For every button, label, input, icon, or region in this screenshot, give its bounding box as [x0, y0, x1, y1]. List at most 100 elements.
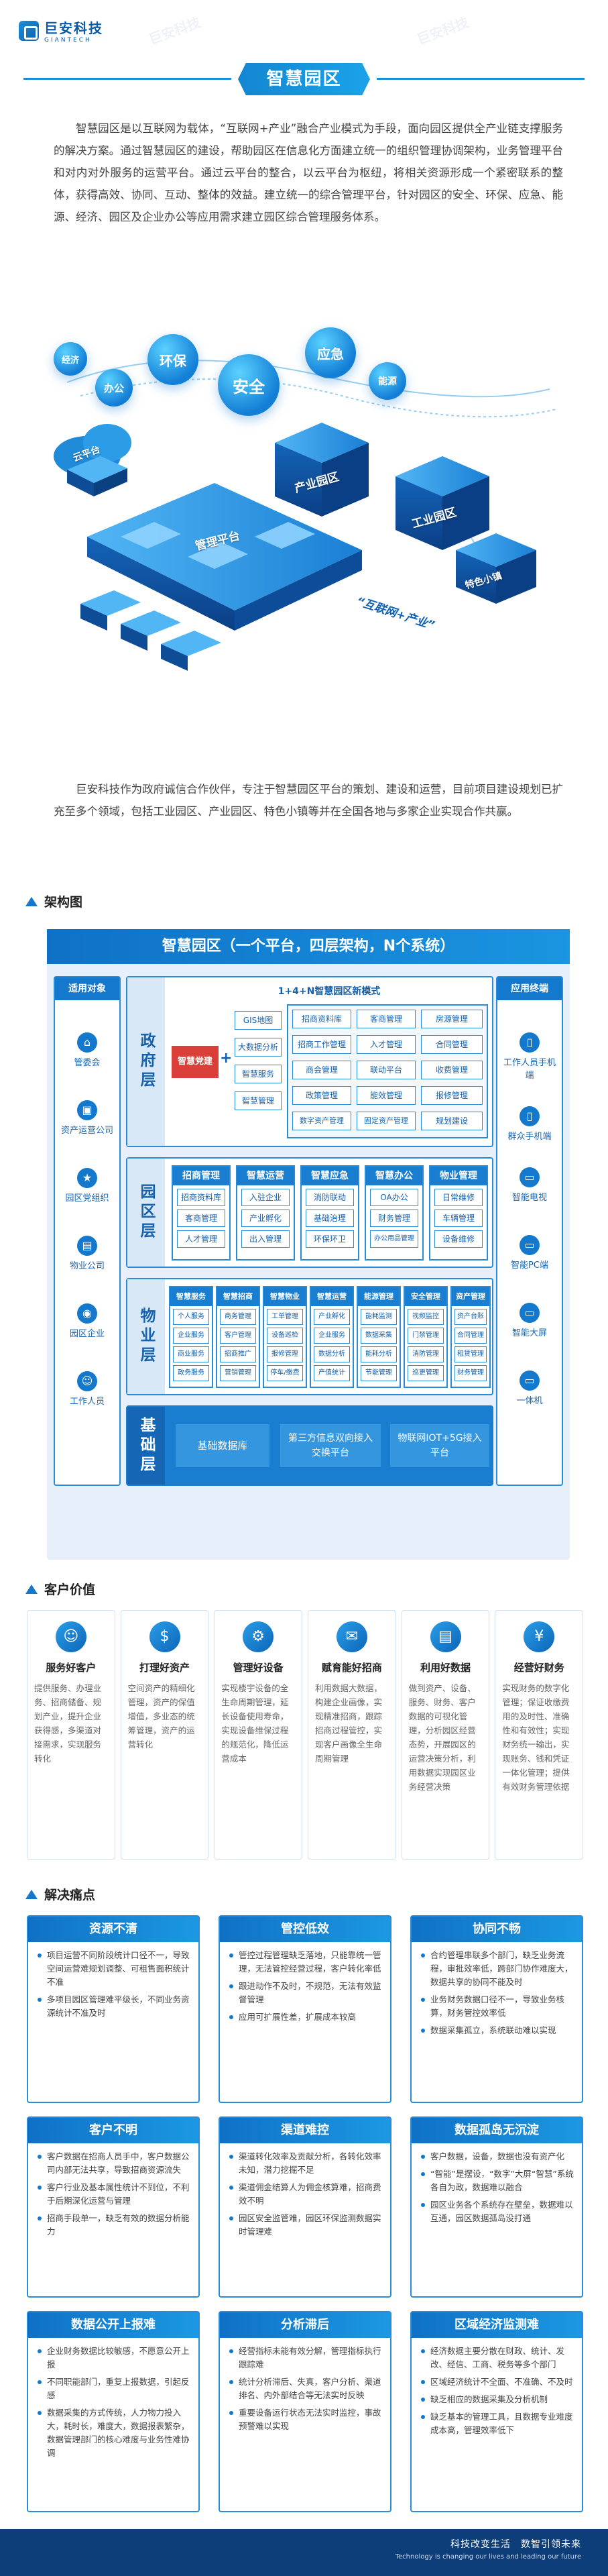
layer-name: 物业层	[127, 1279, 165, 1394]
gov-grid-item: 商会管理	[292, 1061, 351, 1079]
plus-sign: +	[220, 1050, 233, 1067]
pain-item: 项目运营不同阶段统计口径不一，导致空间运营难规划调整、可租售面积统计不准	[38, 1949, 190, 1989]
pain-item: 业务财务数据口径不一，导致业务核算，财务管控效率低	[421, 1993, 574, 2020]
pain-item: 渠道佣金结算人为佣金核算难，招商费效不明	[229, 2181, 382, 2208]
module-cell: 企业服务	[314, 1328, 350, 1344]
module-cell: 人才管理	[177, 1230, 225, 1248]
terminal-label: 一体机	[516, 1396, 543, 1406]
brand-logo[interactable]: 巨安科技 GIANTECH	[19, 17, 103, 44]
gov-grid-item: 数字资产管理	[292, 1112, 351, 1130]
module-cell: 入驻企业	[241, 1189, 290, 1206]
module-cell: 政务服务	[173, 1365, 209, 1381]
module-head: 物业管理	[430, 1167, 487, 1185]
pain-item: 应用可扩展性差，扩展成本较高	[229, 2010, 382, 2024]
pain-title: 管控低效	[220, 1917, 390, 1942]
target-label: 物业公司	[69, 1261, 105, 1271]
architecture-heading: 架构图	[25, 892, 82, 910]
pain-item: 数据采集的方式传统，人力物力投入大，耗时长，难度大，数据报表繁杂，数据管理部门的…	[38, 2406, 190, 2460]
property-module: 智慧物业 工单管理 设备巡检 报修管理 停车/缴费	[263, 1286, 307, 1388]
module-cell: 产值统计	[314, 1365, 350, 1381]
module-head: 智慧服务	[170, 1287, 212, 1306]
gov-mid-item: 大数据分析	[235, 1038, 282, 1057]
module-cell: 商务管理	[220, 1309, 256, 1325]
value-desc: 利用数据大数据，构建企业画像，实现精准招商，跟踪招商过程管控，实现客户画像全生命…	[315, 1683, 383, 1764]
triangle-icon	[25, 1889, 38, 1899]
module-cell: 招商推广	[220, 1346, 256, 1362]
value-title: 管理好设备	[233, 1662, 284, 1674]
gov-grid-item: 固定资产管理	[357, 1112, 416, 1130]
gov-grid-item: 能效管理	[357, 1086, 416, 1105]
module-cell: 办公用品管理	[370, 1230, 418, 1248]
logo-icon	[19, 20, 39, 41]
pain-item: 缺乏相应的数据采集及分析机制	[421, 2393, 574, 2406]
government-layer: 政府层 1+4+N智慧园区新模式 智慧党建 + GIS地图 大数据分析 智慧服务…	[126, 976, 493, 1147]
park-module: 智慧运营 入驻企业 产业孵化 出入管理	[236, 1165, 295, 1260]
pain-item: 重要设备运行状态无法实时监控，事故预警难以实现	[229, 2406, 382, 2433]
target-item: ▤物业公司	[55, 1236, 119, 1271]
module-cell: 客户管理	[220, 1328, 256, 1344]
target-users-column: 适用对象 ⌂管委会 ▣资产运营公司 ★园区党组织 ▤物业公司 ◉园区企业 ☺工作…	[54, 976, 121, 1486]
bubble-economy: 经济	[54, 342, 87, 376]
module-cell: 消防联动	[306, 1189, 354, 1206]
module-cell: 个人服务	[173, 1309, 209, 1325]
pain-card: 区域经济监测难 经济数据主要分散在财政、统计、发改、经信、工商、税务等多个部门 …	[410, 2311, 583, 2512]
value-title: 经营好财务	[513, 1662, 564, 1674]
pain-title: 数据公开上报难	[28, 2312, 198, 2338]
gov-grid-item: 客商管理	[357, 1010, 416, 1028]
pain-item: 招商手段单一，缺乏有效的数据分析能力	[38, 2212, 190, 2239]
pain-title: 区域经济监测难	[412, 2312, 582, 2338]
building-icon: ⌂	[77, 1032, 97, 1053]
module-cell: 出入管理	[241, 1230, 290, 1248]
layer-name: 园区层	[127, 1159, 165, 1267]
park-module: 招商管理 招商资料库 客商管理 人才管理	[172, 1165, 231, 1260]
base-database: 基础数据库	[176, 1424, 269, 1467]
kiosk-icon: ▭	[520, 1371, 540, 1391]
module-cell: 产业孵化	[314, 1309, 350, 1325]
module-cell: 停车/缴费	[267, 1365, 303, 1381]
intro-paragraph: 智慧园区是以互联网为载体，“互联网+产业”融合产业模式为手段，面向园区提供全产业…	[54, 122, 563, 223]
target-item: ◉园区企业	[55, 1303, 119, 1339]
gov-grid-item: 报修管理	[421, 1086, 483, 1105]
terminals-head: 应用终端	[497, 977, 562, 1000]
value-card: ▤ 利用好数据 做到资产、设备、服务、财务、客户数据的可视化管理，分析园区经营态…	[401, 1610, 490, 1860]
pain-title: 分析滞后	[220, 2312, 390, 2338]
property-module: 智慧招商 商务管理 客户管理 招商推广 营销管理	[216, 1286, 260, 1388]
pain-title: 资源不清	[28, 1917, 198, 1942]
pain-title: 客户不明	[28, 2118, 198, 2143]
terminal-item: ▭ 智能电视	[497, 1167, 562, 1203]
pain-item: 经营指标未能有效分解，管理指标执行跟踪难	[229, 2345, 382, 2371]
module-cell: 客商管理	[177, 1210, 225, 1227]
terminal-item: ▯工作人员手机端	[497, 1032, 562, 1081]
page-title-bar: 智慧园区	[0, 59, 608, 99]
finance-icon: ¥	[524, 1621, 555, 1652]
terminal-label: 智能电视	[511, 1193, 547, 1203]
module-cell: 工单管理	[267, 1309, 303, 1325]
module-cell: 数据分析	[314, 1346, 350, 1362]
bubble-energy: 能源	[369, 362, 406, 400]
module-cell: 产业孵化	[241, 1210, 290, 1227]
tv-icon: ▭	[520, 1167, 540, 1187]
divider	[23, 78, 231, 80]
base-iot: 物联网IOT+5G接入平台	[390, 1424, 489, 1467]
target-item: ▣资产运营公司	[55, 1100, 119, 1136]
value-heading: 客户价值	[25, 1580, 95, 1598]
value-card: $ 打理好资产 空间资产的精细化管理，资产的保值增值，多业态的统筹管理，资产的运…	[120, 1610, 209, 1860]
pain-heading-text: 解决痛点	[44, 1888, 96, 1902]
property-layer: 物业层 智慧服务 个人服务 企业服务 商业服务 政务服务 智慧招商 商务管理 客…	[126, 1278, 493, 1395]
target-label: 管委会	[74, 1058, 101, 1068]
pain-card: 分析滞后 经营指标未能有效分解，管理指标执行跟踪难 统计分析滞后、失真，客户分析…	[219, 2311, 391, 2512]
module-head: 智慧运营	[237, 1167, 294, 1185]
value-desc: 实现财务的数字化管理；保证收缴费用的及时性、准确性和有效性；实现财务统一输出，实…	[502, 1683, 570, 1792]
pain-item: 渠道转化效率及贡献分析，各转化效率未知，潜力挖掘不足	[229, 2150, 382, 2177]
terminal-label: 群众手机端	[507, 1132, 552, 1142]
park-module: 智慧办公 OA办公 财务管理 办公用品管理	[365, 1165, 424, 1260]
target-item: ⌂ 管委会	[55, 1032, 119, 1068]
target-label: 资产运营公司	[60, 1126, 113, 1136]
bubble-environment: 环保	[147, 334, 198, 385]
module-cell: 商业服务	[173, 1346, 209, 1362]
terminal-item: ▭ 一体机	[497, 1371, 562, 1406]
module-cell: 设备维修	[434, 1230, 483, 1248]
property-module: 能源管理 能耗监测 数据采集 能耗分析 节能管理	[357, 1286, 401, 1388]
gov-grid-item: 房源管理	[421, 1010, 483, 1028]
footer-slogan-en: Technology is changing our lives and lea…	[395, 2553, 581, 2561]
